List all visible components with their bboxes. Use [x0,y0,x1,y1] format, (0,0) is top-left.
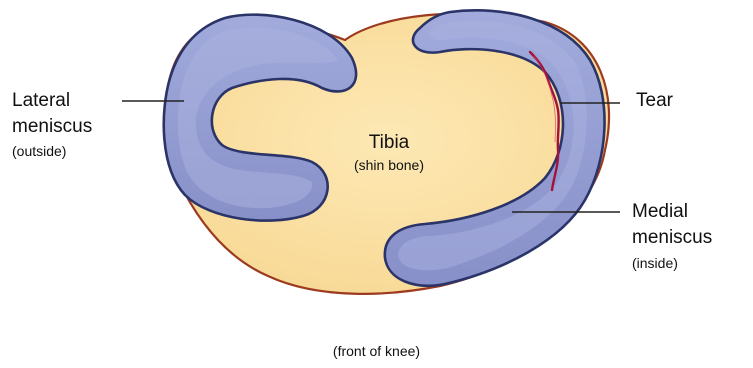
medial-meniscus-label-line2: meniscus [632,228,712,248]
tear-label: Tear [636,91,673,111]
lateral-meniscus-label-line1: Lateral [12,91,70,111]
tibia-label: Tibia [349,133,429,153]
lateral-meniscus-sublabel: (outside) [12,144,66,159]
lateral-meniscus-label-line2: meniscus [12,117,92,137]
front-of-knee-label: (front of knee) [300,344,453,359]
tibia-sublabel: (shin bone) [334,158,444,173]
medial-meniscus-label-line1: Medial [632,202,688,222]
medial-meniscus-sublabel: (inside) [632,256,678,271]
